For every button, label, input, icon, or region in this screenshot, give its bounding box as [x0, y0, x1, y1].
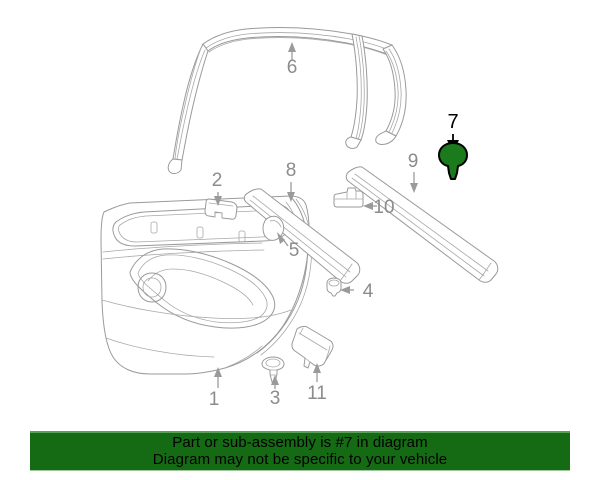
notice-banner: Part or sub-assembly is #7 in diagram Di…: [30, 431, 570, 471]
callout-arrow-1: [214, 367, 222, 388]
part-upper-trim-clip: [204, 198, 238, 220]
callout-arrow-9: [410, 172, 418, 193]
callout-arrow-11: [313, 363, 321, 382]
callout-arrow-3: [271, 375, 279, 389]
part-molding-retainer-clip: [333, 187, 364, 208]
callout-arrow-6: [288, 42, 296, 60]
part-window-frame-seal: [167, 27, 407, 174]
callout-label-7: 7: [447, 111, 458, 133]
callout-label-10: 10: [373, 197, 394, 218]
part-belt-molding-clip-highlighted: [438, 134, 468, 180]
callout-arrow-8: [287, 182, 295, 202]
callout-label-8: 8: [286, 160, 297, 181]
callout-label-4: 4: [363, 281, 374, 302]
callout-arrow-4: [340, 286, 354, 294]
callout-label-6: 6: [287, 57, 298, 78]
callout-arrow-5: [277, 232, 289, 247]
part-outer-belt-molding: [345, 166, 499, 283]
callout-label-9: 9: [408, 151, 419, 172]
part-lower-trim-bracket: [291, 325, 334, 369]
callout-label-5: 5: [289, 240, 300, 261]
part-push-rivet-fastener: [261, 356, 285, 383]
part-door-trim-panel: [100, 195, 312, 375]
callout-label-11: 11: [307, 383, 327, 404]
callout-arrow-2: [214, 192, 222, 206]
part-grommet-plug: [326, 277, 342, 297]
notice-line-1: Part or sub-assembly is #7 in diagram: [172, 434, 428, 452]
callout-arrow-10: [363, 202, 377, 210]
callout-label-3: 3: [270, 388, 281, 409]
notice-line-2: Diagram may not be specific to your vehi…: [152, 450, 448, 468]
part-inner-belt-weatherstrip: [243, 188, 361, 284]
callout-label-1: 1: [209, 389, 220, 410]
callout-label-2: 2: [212, 170, 223, 191]
